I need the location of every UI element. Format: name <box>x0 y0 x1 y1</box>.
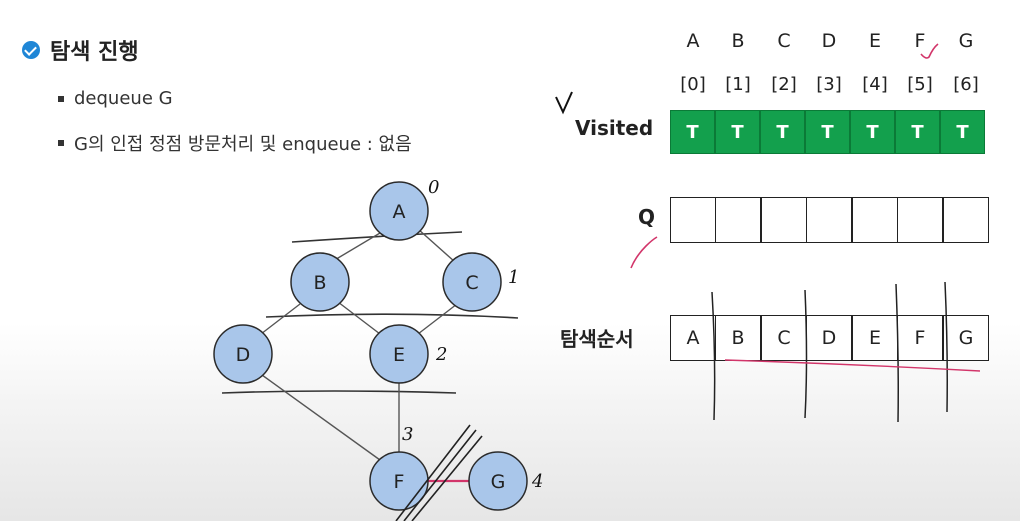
bullet-text: G의 인접 정점 방문처리 및 enqueue : 없음 <box>74 134 412 155</box>
node-b: B <box>290 252 350 312</box>
pen-slash-mark <box>395 424 471 521</box>
pen-underline <box>724 359 981 372</box>
node-a: A <box>369 181 429 241</box>
edge-b-d <box>260 303 301 335</box>
queue-cell <box>715 197 761 243</box>
visited-cell: T <box>805 110 850 154</box>
pen-order-number: 0 <box>428 177 439 198</box>
search-order-cell: E <box>852 315 898 361</box>
letter-a: A <box>686 30 700 52</box>
index-label: [4] <box>862 74 888 95</box>
index-label: [5] <box>907 74 933 95</box>
edge-d-f <box>261 374 381 461</box>
index-label: [1] <box>725 74 751 95</box>
node-f: F <box>369 451 429 511</box>
slide-title: 탐색 진행 <box>50 40 139 65</box>
pen-order-number: 3 <box>402 424 413 445</box>
queue-cell <box>670 197 716 243</box>
index-label: [6] <box>953 74 979 95</box>
bullet-text: dequeue G <box>74 88 173 109</box>
pen-vertical-divider <box>711 291 716 421</box>
letter-g: G <box>958 30 974 52</box>
visited-cell: T <box>715 110 760 154</box>
queue-cell <box>943 197 989 243</box>
pen-vertical-divider <box>895 283 899 423</box>
pen-divider-line <box>265 313 519 319</box>
letter-d: D <box>821 30 837 52</box>
bullet-item: dequeue G <box>58 88 173 109</box>
search-order-cell: G <box>943 315 989 361</box>
search-order-cell: A <box>670 315 716 361</box>
node-label: D <box>236 344 251 366</box>
visited-label: Visited <box>575 116 654 140</box>
bullet-square-icon <box>58 95 64 102</box>
check-circle-icon <box>22 41 40 59</box>
pen-order-number: 1 <box>508 267 519 288</box>
queue-cell <box>761 197 807 243</box>
bullet-item: G의 인접 정점 방문처리 및 enqueue : 없음 <box>58 130 412 156</box>
node-label: A <box>393 201 406 223</box>
node-e: E <box>369 324 429 384</box>
visited-cell: T <box>850 110 895 154</box>
pen-slash-mark <box>403 429 477 521</box>
visited-cell: T <box>670 110 715 154</box>
pen-arrow-mark <box>630 236 658 269</box>
search-order-cell: B <box>715 315 761 361</box>
node-label: B <box>313 272 326 294</box>
node-label: E <box>393 344 405 366</box>
queue-cell <box>806 197 852 243</box>
pen-check-icon <box>920 43 939 59</box>
visited-cell: T <box>760 110 805 154</box>
pen-vertical-divider <box>804 289 808 419</box>
node-d: D <box>213 324 273 384</box>
visited-cell: T <box>895 110 940 154</box>
slide-title-row: 탐색 진행 <box>22 34 139 66</box>
bullet-square-icon <box>58 140 64 146</box>
pen-vertical-divider <box>944 281 948 413</box>
pen-order-number: 2 <box>435 344 447 365</box>
node-label: F <box>394 471 405 493</box>
pen-check-icon <box>555 91 573 115</box>
pen-divider-line <box>221 390 457 394</box>
edge-c-e <box>417 303 458 335</box>
node-g: G <box>468 451 528 511</box>
visited-cell: T <box>940 110 985 154</box>
search-order-cell: F <box>897 315 943 361</box>
node-label: C <box>465 272 478 294</box>
search-order-label: 탐색순서 <box>560 327 634 351</box>
letter-e: E <box>868 30 881 52</box>
pen-order-number: 4 <box>531 471 543 492</box>
index-label: [0] <box>680 74 706 95</box>
pen-slash-mark <box>411 435 483 521</box>
node-c: C <box>442 252 502 312</box>
index-label: [2] <box>771 74 797 95</box>
index-label: [3] <box>816 74 842 95</box>
letter-f: F <box>914 30 926 52</box>
queue-label: Q <box>638 205 656 229</box>
edge-a-c <box>417 228 456 263</box>
letter-c: C <box>777 30 791 52</box>
edge-a-b <box>332 229 386 262</box>
search-order-cell: D <box>806 315 852 361</box>
pen-divider-line <box>291 231 463 243</box>
queue-cell <box>897 197 943 243</box>
node-label: G <box>491 471 506 493</box>
letter-b: B <box>731 30 745 52</box>
search-order-cell: C <box>761 315 807 361</box>
edge-b-e <box>337 301 381 335</box>
